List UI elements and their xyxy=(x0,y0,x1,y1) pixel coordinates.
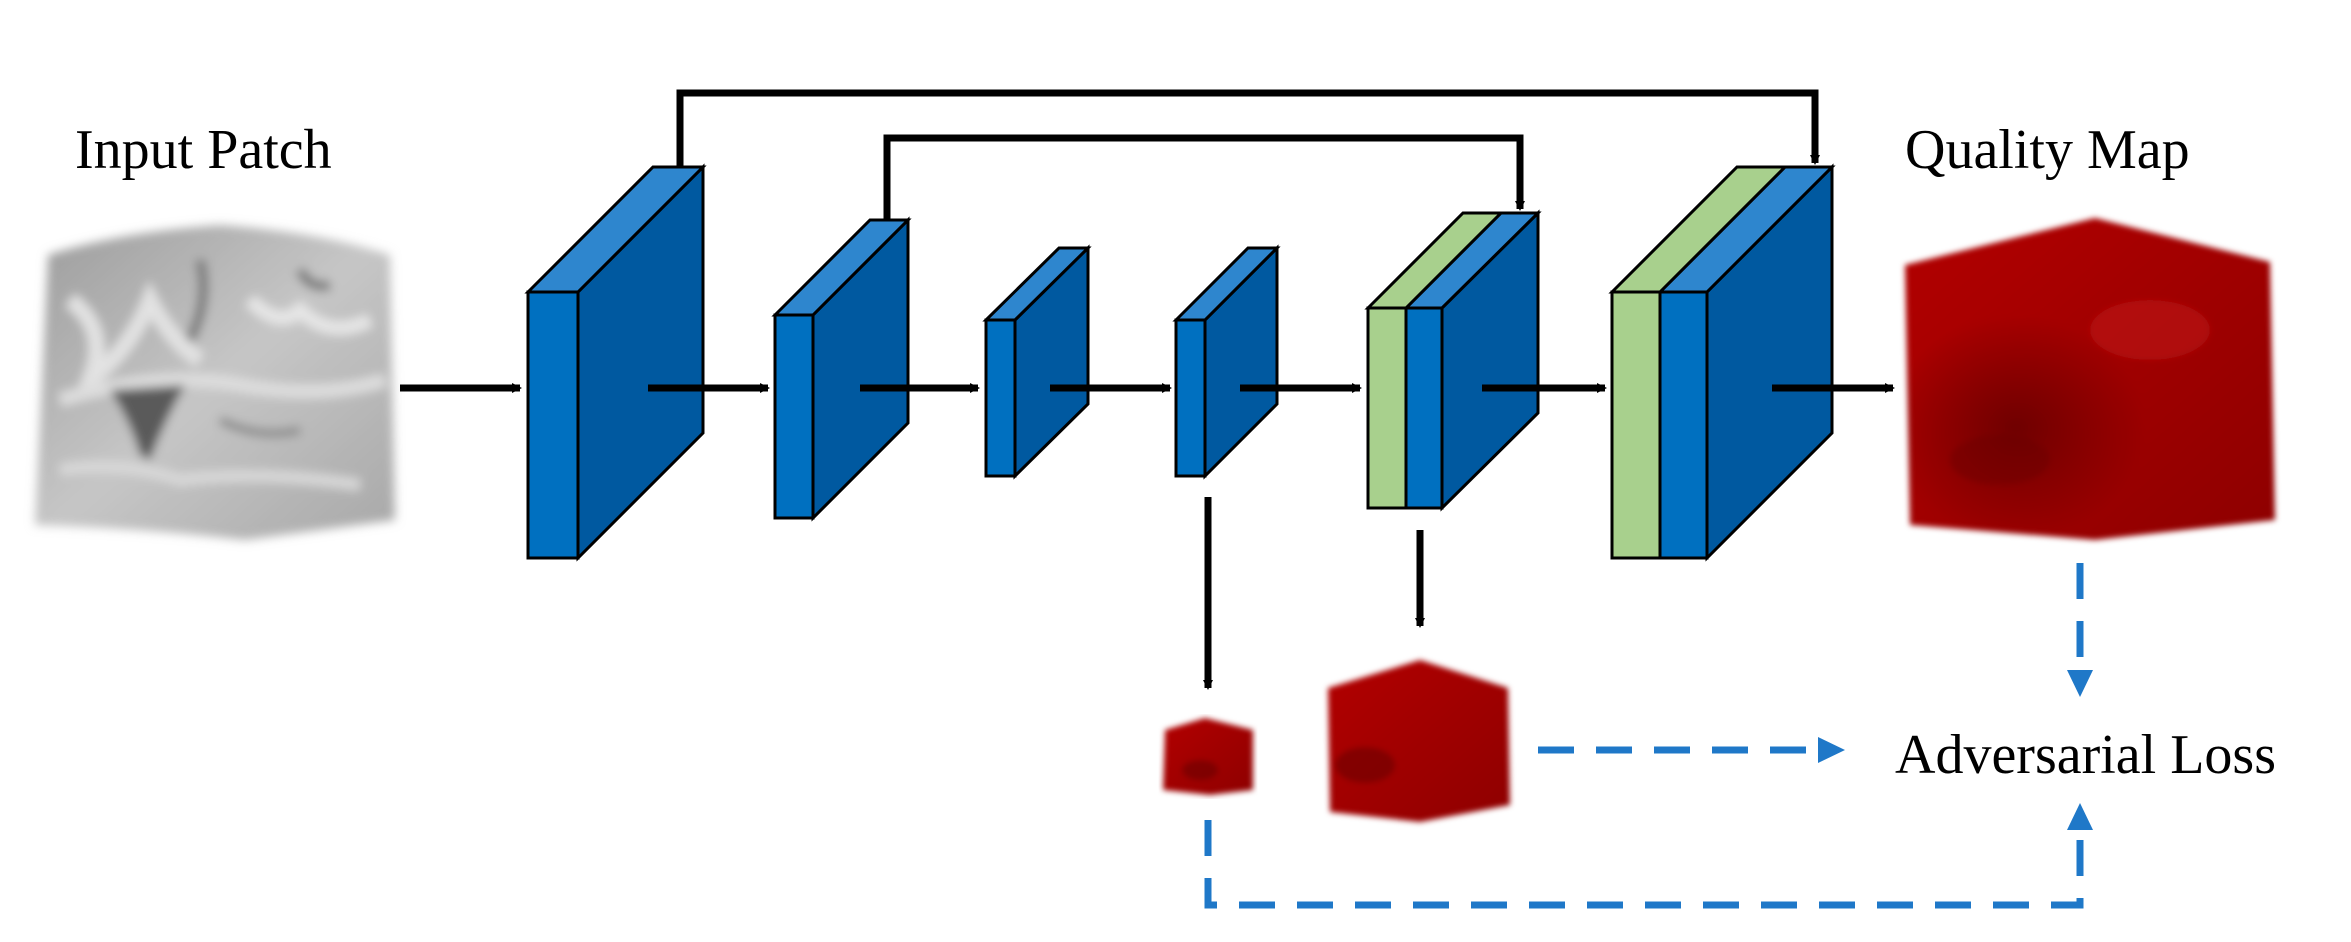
encoder-block-1 xyxy=(524,163,707,562)
adversarial-loss-label: Adversarial Loss xyxy=(1895,724,2276,786)
quality-map-label: Quality Map xyxy=(1905,119,2190,181)
encoder-block-2 xyxy=(771,216,912,522)
dashed-arrow-small-to-loss xyxy=(1204,803,2093,909)
medium-output-image xyxy=(1328,660,1510,822)
bottleneck-block xyxy=(1172,244,1281,480)
input-patch-label: Input Patch xyxy=(75,119,332,181)
dashed-arrow-quality-to-loss xyxy=(2067,563,2093,697)
dashed-arrow-medium-to-loss xyxy=(1538,737,1845,763)
quality-map-image xyxy=(1905,218,2275,540)
decoder-block-2 xyxy=(1608,163,1836,562)
skip-connection-outer xyxy=(676,89,1820,167)
encoder-block-3 xyxy=(982,244,1092,480)
decoder-block-1 xyxy=(1364,209,1542,512)
small-output-image xyxy=(1163,718,1253,795)
skip-connection-inner xyxy=(883,134,1525,220)
input-patch-image xyxy=(35,225,395,540)
